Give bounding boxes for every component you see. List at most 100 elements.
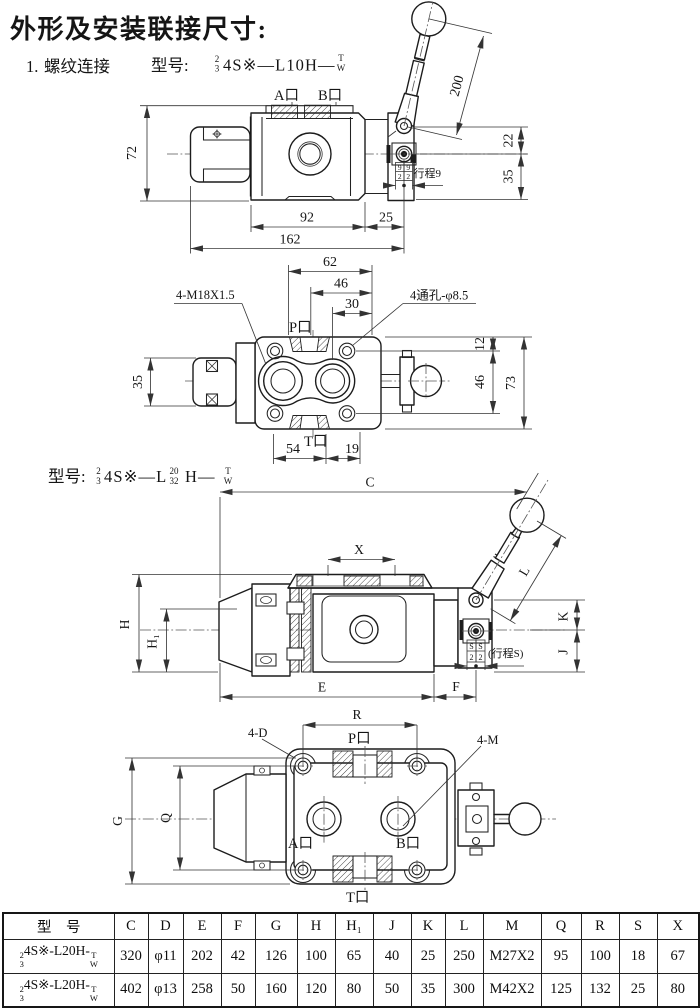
drawing-rect bbox=[255, 653, 277, 667]
view2-end-cap bbox=[192, 357, 237, 407]
drawing-circle bbox=[312, 807, 336, 831]
label: 32 bbox=[170, 476, 179, 486]
table-header-cell: J bbox=[372, 912, 412, 940]
value-cell: 18 bbox=[618, 938, 658, 974]
table-header-cell: Q bbox=[540, 912, 582, 940]
table-header-cell: C bbox=[113, 912, 149, 940]
label: T bbox=[225, 466, 231, 476]
label: 25 bbox=[379, 211, 393, 226]
extension-line bbox=[407, 126, 463, 140]
view4-end-cap bbox=[213, 765, 287, 871]
extension-line bbox=[206, 393, 218, 406]
view2-dim-top: 62 46 30 bbox=[288, 255, 373, 360]
drawing-rect bbox=[253, 860, 271, 871]
model1-frac-top: 2 bbox=[215, 54, 220, 64]
view4-top-view: P口 T口 A口 B口 4-D 4-M R G Q bbox=[110, 707, 556, 906]
value-cell: 120 bbox=[296, 972, 336, 1008]
value-cell: 25 bbox=[410, 938, 446, 974]
label: G bbox=[110, 816, 125, 826]
table-header-cell: E bbox=[182, 912, 222, 940]
table-header-cell: F bbox=[220, 912, 256, 940]
view1-dim-22-35: 22 35 bbox=[413, 126, 528, 200]
drawing-polygon bbox=[213, 773, 287, 863]
dimension-line bbox=[456, 35, 484, 136]
view2-top-view: P口 T口 4-M18X1.5 4通孔-φ8.5 62 46 30 bbox=[131, 255, 532, 464]
drawing-circle bbox=[349, 614, 379, 645]
view3-dim-c: C bbox=[219, 472, 539, 598]
value-cell: 65 bbox=[334, 938, 374, 974]
view1-dim-72: 72 bbox=[125, 105, 266, 202]
extension-line bbox=[259, 767, 265, 774]
table-header-cell: M bbox=[482, 912, 542, 940]
extension-line bbox=[387, 130, 397, 138]
extension-line bbox=[259, 862, 265, 869]
table-header-cell: L bbox=[444, 912, 484, 940]
extension-line bbox=[241, 303, 267, 364]
label: 9 bbox=[406, 163, 410, 172]
label: 4通孔-φ8.5 bbox=[410, 289, 468, 303]
view2-dim-right: 12 46 73 bbox=[356, 336, 532, 430]
value-cell: 50 bbox=[372, 972, 412, 1008]
view4-leader-4d: 4-D bbox=[248, 726, 295, 758]
label: 12 bbox=[473, 337, 488, 351]
label: 2 bbox=[398, 172, 402, 181]
drawing-circle bbox=[399, 121, 409, 131]
ball-knob-4 bbox=[508, 802, 542, 836]
label: 92 bbox=[300, 211, 314, 226]
view2-port-p-label: P口 bbox=[289, 320, 312, 336]
value-cell: 80 bbox=[334, 972, 374, 1008]
view2-dim-left: 35 bbox=[131, 357, 196, 407]
drawing-circle bbox=[269, 408, 281, 419]
label: 54 bbox=[286, 442, 300, 457]
label: 4-D bbox=[248, 726, 267, 740]
table-header-cell: X bbox=[656, 912, 700, 940]
extension-line bbox=[260, 656, 272, 664]
drawing-circle bbox=[471, 836, 481, 846]
label: S bbox=[469, 642, 473, 651]
drawing-polyline bbox=[202, 127, 250, 141]
value-cell: 35 bbox=[410, 972, 446, 1008]
view1-stroke-label: 行程9 bbox=[414, 167, 442, 180]
extension-line bbox=[490, 608, 516, 625]
drawing-circle bbox=[471, 813, 483, 825]
view4-lever bbox=[457, 782, 542, 856]
value-cell: 40 bbox=[372, 938, 412, 974]
value-cell: 250 bbox=[444, 938, 484, 974]
value-cell: φ11 bbox=[147, 938, 184, 974]
view4-dim-r: R bbox=[302, 707, 418, 759]
label: Q bbox=[158, 813, 173, 823]
label: H— bbox=[185, 467, 216, 486]
label: 35 bbox=[131, 375, 146, 389]
value-cell: 202 bbox=[182, 938, 222, 974]
label: X bbox=[354, 542, 364, 557]
model1-body: 4S※—L10H— bbox=[223, 56, 336, 75]
value-cell: 132 bbox=[580, 972, 620, 1008]
center-plug bbox=[288, 132, 332, 176]
value-cell: M42X2 bbox=[482, 972, 542, 1008]
view1-lever-centerline bbox=[403, 1, 434, 127]
view2-leader-threads: 4-M18X1.5 bbox=[174, 288, 267, 364]
drawing-rect bbox=[192, 357, 237, 407]
view4-port-b-label: B口 bbox=[396, 836, 420, 852]
drawing-polygon bbox=[471, 559, 505, 599]
view3-dim-h: H H₁ bbox=[117, 574, 292, 673]
label: 2 bbox=[96, 466, 101, 476]
section-fill bbox=[410, 154, 416, 163]
extension-line bbox=[536, 520, 567, 539]
label: E bbox=[318, 680, 326, 695]
hatch-area bbox=[343, 575, 381, 587]
extension-line bbox=[297, 141, 323, 167]
header-block: 外形及安装联接尺寸: 1. 螺纹连接 型号: 2 3 4S※—L10H— T W bbox=[10, 15, 346, 76]
label: 46 bbox=[334, 277, 348, 292]
label: 162 bbox=[280, 233, 301, 248]
value-cell: 80 bbox=[656, 972, 700, 1008]
view1-side-view: A口 B口 72 200 22 35 bbox=[125, 1, 528, 254]
hatch-area bbox=[409, 575, 424, 587]
value-cell: 42 bbox=[220, 938, 256, 974]
label: 3 bbox=[96, 476, 101, 486]
